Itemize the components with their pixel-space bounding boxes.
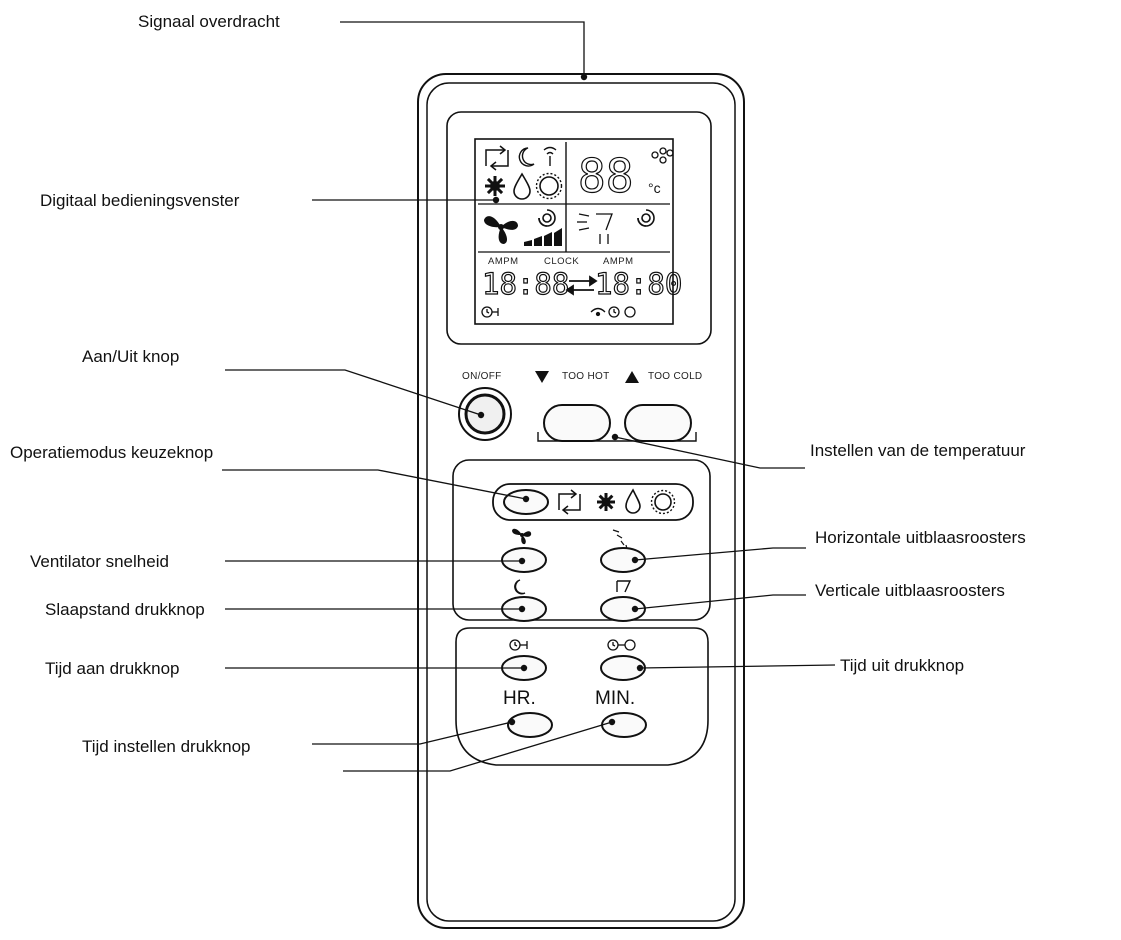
minute-label: MIN. xyxy=(595,688,635,709)
hour-button[interactable] xyxy=(507,712,553,738)
temp-down-button[interactable] xyxy=(543,404,611,442)
lcd-temperature-unit: °c xyxy=(648,180,661,196)
leader-hour xyxy=(312,721,513,745)
mode-cool-icon xyxy=(597,493,615,511)
temp-up-button[interactable] xyxy=(624,404,692,442)
timer-on-icon xyxy=(509,639,528,651)
temp-up-arrow-icon xyxy=(625,371,639,383)
lcd-timer-on-icon xyxy=(481,306,499,318)
lcd-sleep-icon xyxy=(518,147,535,167)
vertical-louver-button[interactable] xyxy=(600,596,646,622)
mode-heat-icon xyxy=(650,489,676,515)
lcd-dry-icon xyxy=(513,172,531,200)
callout-onoff-button: Aan/Uit knop xyxy=(82,347,179,366)
minute-button[interactable] xyxy=(601,712,647,738)
lcd-clock-label: CLOCK xyxy=(544,256,579,267)
callout-mode-button: Operatiemodus keuzeknop xyxy=(10,443,213,462)
leader-temperature xyxy=(614,436,805,469)
lcd-frame xyxy=(446,111,712,345)
lcd-heat-icon xyxy=(535,172,563,200)
lcd-fan-speed-bars xyxy=(524,228,562,246)
callout-vertical-louvers: Verticale uitblaasroosters xyxy=(815,581,1005,600)
callout-timer-off-button: Tijd uit drukknop xyxy=(840,656,964,675)
lcd-clock-ampm-left: AMPM xyxy=(488,256,519,267)
leader-minute xyxy=(343,721,613,772)
lcd-screen xyxy=(474,138,674,325)
mode-strip xyxy=(492,483,694,521)
fan-speed-icon xyxy=(512,528,532,545)
too-hot-label: TOO HOT xyxy=(562,371,609,382)
callout-horizontal-louvers: Horizontale uitblaasroosters xyxy=(815,528,1026,547)
vertical-louver-icon xyxy=(616,580,632,593)
lcd-bottom-status-icons xyxy=(590,306,636,318)
lcd-auto-icon xyxy=(485,145,509,171)
lcd-clock-right-digits: 18:80 xyxy=(595,267,682,301)
horizontal-louver-button[interactable] xyxy=(600,547,646,573)
too-cold-label: TOO COLD xyxy=(648,371,702,382)
leader-signal xyxy=(340,21,585,77)
temp-down-arrow-icon xyxy=(535,371,549,383)
horizontal-louver-icon xyxy=(612,529,628,550)
leader-timer-off xyxy=(639,664,836,669)
lcd-temperature-digits: 88 xyxy=(578,149,633,203)
callout-timer-on-button: Tijd aan drukknop xyxy=(45,659,180,678)
lcd-cool-icon xyxy=(485,176,505,196)
leader-onoff xyxy=(225,369,482,416)
callout-fan-speed: Ventilator snelheid xyxy=(30,552,169,571)
onoff-button[interactable] xyxy=(458,387,512,441)
callout-time-set-button: Tijd instellen drukknop xyxy=(82,737,251,756)
leader-lines xyxy=(222,21,836,772)
leader-mode xyxy=(222,469,527,500)
callout-temperature-setting: Instellen van de temperatuur xyxy=(810,441,1026,460)
hour-label: HR. xyxy=(503,688,536,709)
lcd-louver-icon xyxy=(577,213,613,244)
leader-dots xyxy=(477,73,644,726)
lcd-turbo-icon xyxy=(538,209,556,227)
callout-signal-transmission: Signaal overdracht xyxy=(138,12,280,31)
sleep-icon xyxy=(514,579,526,595)
lcd-clock-left-digits: 18:88 xyxy=(482,267,569,301)
lcd-clock-ampm-right: AMPM xyxy=(603,256,634,267)
leader-horizontal xyxy=(634,547,806,561)
lcd-exchange-arrows-icon xyxy=(565,275,598,296)
lcd-signal-icon xyxy=(543,146,557,166)
remote-inner-outline xyxy=(426,82,736,922)
mode-dry-icon xyxy=(625,488,641,514)
timer-panel xyxy=(455,627,709,766)
lcd-fan-icon xyxy=(484,216,518,244)
remote-outer-outline xyxy=(417,73,745,929)
lcd-swing-indicator-icon xyxy=(651,147,674,164)
timer-off-icon xyxy=(607,639,636,651)
callout-digital-display: Digitaal bedieningsvenster xyxy=(40,191,240,210)
leader-vertical xyxy=(634,594,806,610)
callout-sleep-button: Slaapstand drukknop xyxy=(45,600,205,619)
mode-auto-icon xyxy=(558,489,581,515)
middle-button-panel xyxy=(452,459,711,621)
onoff-label: ON/OFF xyxy=(462,371,502,382)
temp-buttons-bracket xyxy=(537,432,697,442)
lcd-turbo-icon-2 xyxy=(637,209,655,227)
